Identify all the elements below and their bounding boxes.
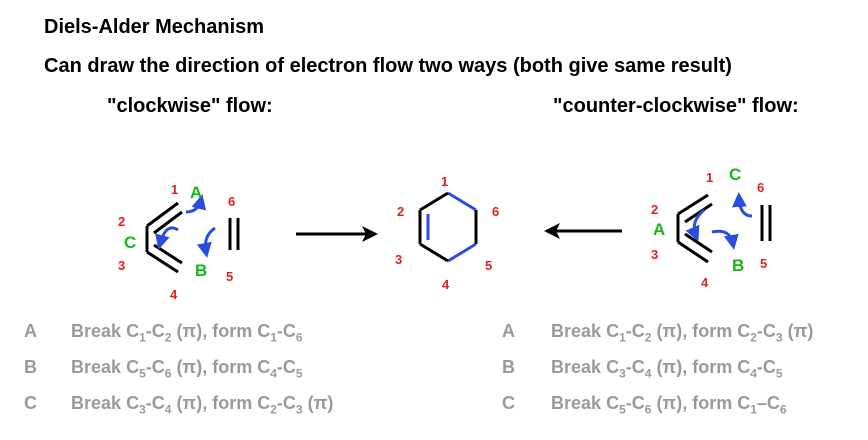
arrow-label-c: C [729, 165, 741, 184]
atom-number: 6 [492, 204, 499, 219]
clockwise-step-b: B Break C5-C6 (π), form C4-C5 [24, 357, 303, 381]
clockwise-step-c: C Break C3-C4 (π), form C2-C3 (π) [24, 393, 333, 417]
page-title: Diels-Alder Mechanism [44, 16, 265, 38]
arrow-c [155, 226, 179, 250]
bond-c4-c3 [419, 242, 449, 263]
arrow-label-b: B [195, 261, 207, 280]
atom-number: 5 [226, 269, 233, 284]
counterclockwise-step-b: B Break C3-C4 (π), form C4-C5 [502, 357, 783, 381]
atom-number: 2 [397, 204, 404, 219]
clockwise-flow-label: "clockwise" flow: [107, 95, 273, 117]
arrow-c [732, 192, 753, 218]
arrow-a [185, 194, 207, 214]
atom-number: 5 [760, 256, 767, 271]
step-text: Break C1-C2 (π), form C2-C3 (π) [551, 321, 814, 345]
step-letter: A [24, 321, 37, 341]
atom-number: 3 [651, 247, 658, 262]
atom-number: 6 [757, 180, 764, 195]
arrow-label-a: A [190, 183, 202, 202]
step-text: Break C1-C2 (π), form C1-C6 [71, 321, 303, 345]
counterclockwise-flow-label: "counter-clockwise" flow: [553, 95, 799, 117]
atom-number: 1 [706, 170, 713, 185]
step-letter: C [502, 393, 515, 413]
atom-number: 3 [395, 252, 402, 267]
atom-number: 5 [485, 258, 492, 273]
atom-number: 1 [171, 182, 178, 197]
step-text: Break C3-C4 (π), form C2-C3 (π) [71, 393, 334, 417]
arrow-label-b: B [732, 256, 744, 275]
clockwise-step-a: A Break C1-C2 (π), form C1-C6 [24, 321, 303, 345]
atom-number: 4 [170, 287, 178, 302]
arrow-label-c: C [124, 233, 136, 252]
atom-number: 3 [118, 258, 125, 273]
subtitle: Can draw the direction of electron flow … [44, 55, 732, 77]
diene-bond-c1-c2 [677, 193, 709, 216]
atom-number: 4 [701, 275, 709, 290]
diene-bond-c1-c2-pi [153, 210, 183, 235]
step-text: Break C5-C6 (π), form C4-C5 [71, 357, 303, 381]
step-text: Break C3-C4 (π), form C4-C5 [551, 357, 783, 381]
atom-number: 6 [228, 194, 235, 209]
atom-number: 2 [651, 202, 658, 217]
diene-bond-c1-c2 [146, 201, 179, 228]
clockwise-reactants: 1 2 3 4 6 5 A B C [118, 182, 240, 302]
counterclockwise-reactants: 1 2 3 4 5 6 A B C [651, 165, 772, 290]
reverse-arrow [544, 223, 622, 239]
diene-bond-c3-c4 [677, 240, 709, 264]
step-letter: B [24, 357, 37, 377]
bond-c2-c1 [419, 191, 449, 212]
counterclockwise-step-c: C Break C5-C6 (π), form C1–C6 [502, 393, 787, 417]
diene-bond-c3-c4 [146, 250, 179, 274]
diene-bond-c1-c2-pi [684, 202, 713, 224]
arrow-b [711, 229, 739, 250]
new-bond-c5-c4 [447, 242, 477, 263]
step-letter: B [502, 357, 515, 377]
atom-number: 1 [441, 174, 448, 189]
step-text: Break C5-C6 (π), form C1–C6 [551, 393, 787, 417]
new-bond-c1-c6 [447, 191, 477, 212]
step-letter: A [502, 321, 515, 341]
counterclockwise-step-a: A Break C1-C2 (π), form C2-C3 (π) [502, 321, 813, 345]
forward-arrow [296, 226, 378, 242]
atom-number: 4 [442, 277, 450, 292]
arrow-a [685, 208, 706, 242]
cyclohexene-product: 1 2 3 4 5 6 [395, 174, 499, 292]
arrow-b [196, 226, 216, 258]
atom-number: 2 [118, 214, 125, 229]
arrow-label-a: A [653, 220, 665, 239]
step-letter: C [24, 393, 37, 413]
